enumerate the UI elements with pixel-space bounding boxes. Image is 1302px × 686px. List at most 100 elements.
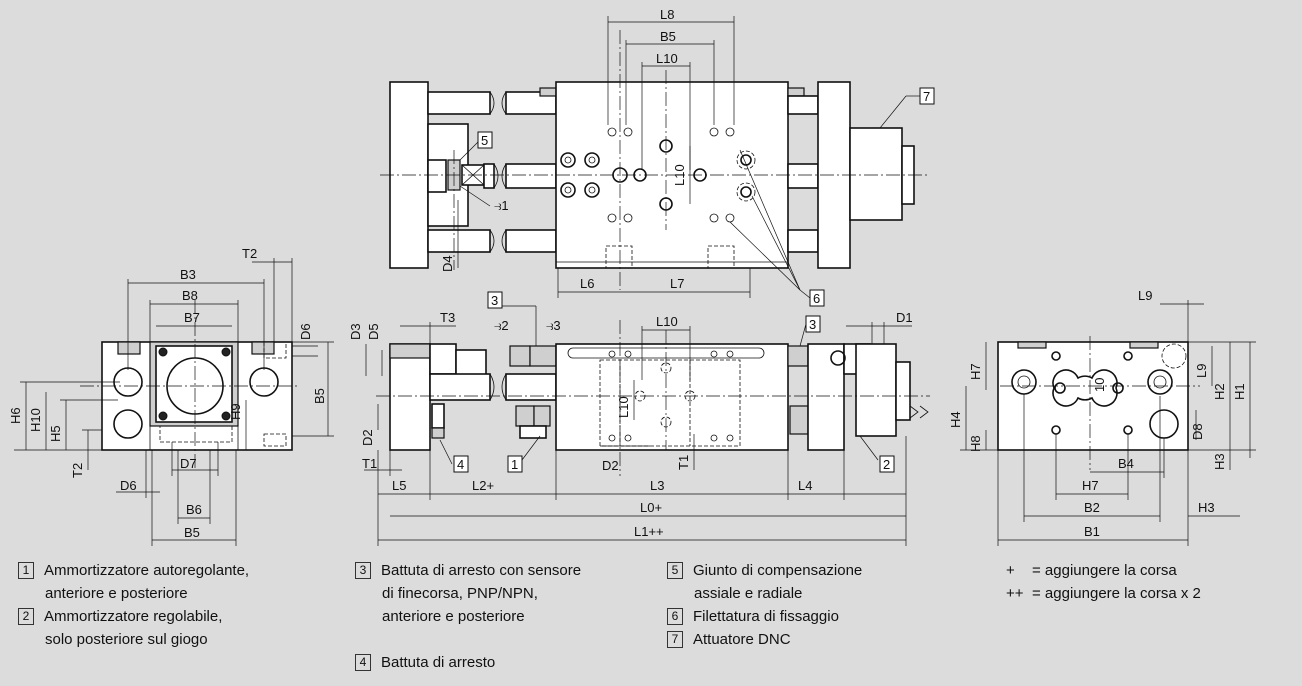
dim-H6: H6 [8,407,23,424]
legend-note-1: + = aggiungere la corsa [1006,559,1177,582]
legend-note-sym-1: + [1006,562,1015,579]
dim-B6: B6 [186,502,202,517]
legend-note-sym-2: ++ [1006,585,1024,602]
legend: 1 Ammortizzatore autoregolante, anteriore… [0,555,1302,686]
legend-note-text-1: = aggiungere la corsa [1032,562,1177,579]
callout-3-left: 3 [491,293,498,308]
left-end-view: B3 B8 B7 T2 D6 B5 H6 H10 H5 H9 T2 D6 [8,246,334,546]
dim-D2-left: D2 [360,429,375,446]
dim-L10-top: L10 [656,51,678,66]
dim-H10: H10 [28,408,43,432]
dim-T3: T3 [440,310,455,325]
dim-B5-top: B5 [660,29,676,44]
dim-T1-left: T1 [362,456,377,471]
dim-H7-bottom: H7 [1082,478,1099,493]
legend-text-5b: assiale e radiale [694,585,803,602]
dim-H7-left: H7 [968,363,983,380]
dim-H1: H1 [1232,383,1247,400]
dim-L9-top: L9 [1138,288,1152,303]
dim-10-right: 10 [1092,378,1107,392]
legend-text-2a: Ammortizzatore regolabile, [44,608,223,625]
dim-T2-top: T2 [242,246,257,261]
dim-B1: B1 [1084,524,1100,539]
dim-B8: B8 [182,288,198,303]
legend-num-3: 3 [355,562,371,579]
legend-text-3b: di finecorsa, PNP/NPN, [382,585,538,602]
dim-B4: B4 [1118,456,1134,471]
dim-T2-bottom: T2 [70,463,85,478]
dim-H2: H2 [1212,383,1227,400]
legend-text-4: Battuta di arresto [381,654,496,671]
dim-D6-right: D6 [298,323,313,340]
dim-B2: B2 [1084,500,1100,515]
legend-num-5: 5 [667,562,683,579]
dim-D6-bottom: D6 [120,478,137,493]
legend-note-text-2: = aggiungere la corsa x 2 [1032,585,1201,602]
legend-item-1: 1 Ammortizzatore autoregolante, anteriore… [18,559,249,605]
legend-text-1a: Ammortizzatore autoregolante, [44,562,250,579]
dim-H5: H5 [48,425,63,442]
dim-B3: B3 [180,267,196,282]
dim-D1: D1 [896,310,913,325]
dim-D2-side: D2 [602,458,619,473]
dim-L6: L6 [580,276,594,291]
legend-num-2: 2 [18,608,34,625]
dim-B5-left: B5 [312,388,327,404]
dim-L4: L4 [798,478,812,493]
legend-num-4: 4 [355,654,371,671]
callout-3-right: 3 [809,317,816,332]
legend-note-2: ++ = aggiungere la corsa x 2 [1006,582,1201,605]
dim-T1-side: T1 [676,455,691,470]
top-view: L8 B5 L10 L10 L6 L7 D4 ⥽1 5 7 6 [380,7,935,307]
dim-B7: B7 [184,310,200,325]
dim-L1: L1++ [634,524,664,539]
dim-D5: D5 [366,323,381,340]
dim-D8: D8 [1190,423,1205,440]
dim-L5: L5 [392,478,406,493]
dim-H4: H4 [948,411,963,428]
legend-text-1b: anteriore e posteriore [45,585,188,602]
callout-1: 1 [511,457,518,472]
legend-num-7: 7 [667,631,683,648]
dim-L10-top-vertical: L10 [672,164,687,186]
right-end-view: 10 L9 H7 L9 H2 H1 D8 H4 H8 H3 B4 H7 B2 [948,288,1256,546]
callout-4: 4 [457,457,464,472]
dim-D4: D4 [440,255,455,272]
dim-L10-side: L10 [656,314,678,329]
dim-L7: L7 [670,276,684,291]
dim-H3-bottom: H3 [1198,500,1215,515]
legend-text-3a: Battuta di arresto con sensore [381,562,582,579]
dim-H9: H9 [228,403,243,420]
dim-L8: L8 [660,7,674,22]
side-view: D3 D5 T3 ⥽2 ⥽3 L10 D1 D2 L10 D2 T1 T1 L5… [348,291,930,546]
callout-7: 7 [923,89,930,104]
dim-B5-bottom: B5 [184,525,200,540]
callout-6: 6 [813,291,820,306]
dim-L0: L0+ [640,500,662,515]
technical-drawing: L8 B5 L10 L10 L6 L7 D4 ⥽1 5 7 6 [8,7,1256,546]
legend-text-7: Attuatore DNC [693,631,791,648]
dim-L10-side-vertical: L10 [616,396,631,418]
legend-item-6: 6 Filettatura di fissaggio [667,605,839,628]
dim-H8: H8 [968,435,983,452]
dim-D3: D3 [348,323,363,340]
stroke-symbol-3: ⥽3 [546,318,561,333]
callout-2: 2 [883,457,890,472]
dim-L9-vertical: L9 [1194,364,1209,378]
dim-L3: L3 [650,478,664,493]
legend-text-3c: anteriore e posteriore [382,608,525,625]
legend-item-3: 3 Battuta di arresto con sensore di finec… [355,559,581,628]
legend-text-5a: Giunto di compensazione [693,562,863,579]
dim-H3-vertical: H3 [1212,453,1227,470]
dim-D7: D7 [180,456,197,471]
stroke-symbol-1: ⥽1 [494,198,509,213]
legend-num-6: 6 [667,608,683,625]
legend-item-5: 5 Giunto di compensazione assiale e radia… [667,559,862,605]
legend-num-1: 1 [18,562,34,579]
legend-item-4: 4 Battuta di arresto [355,651,495,674]
stroke-symbol-2: ⥽2 [494,318,509,333]
callout-5: 5 [481,133,488,148]
legend-text-6: Filettatura di fissaggio [693,608,839,625]
dim-L2: L2+ [472,478,494,493]
